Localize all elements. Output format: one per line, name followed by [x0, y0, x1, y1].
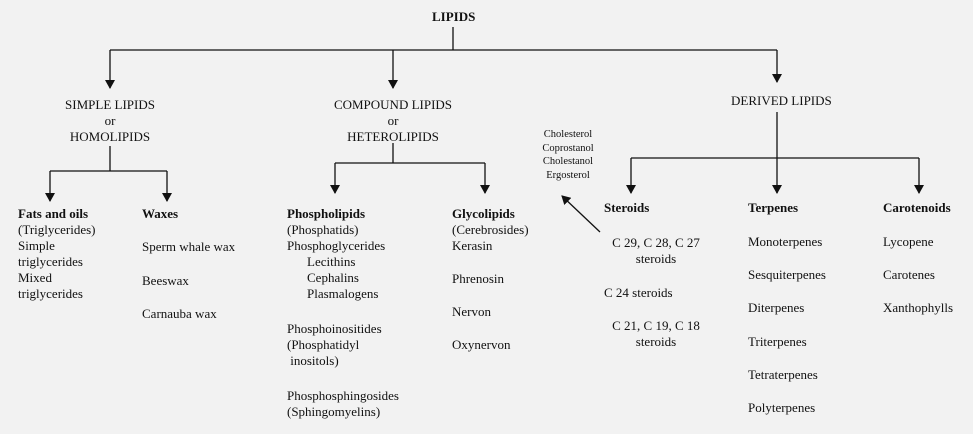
root-title: LIPIDS — [432, 9, 476, 24]
terpenes-title: Terpenes — [748, 200, 799, 215]
steroid-line: steroids — [635, 334, 677, 349]
sterol-item: Ergosterol — [546, 169, 590, 181]
terpene-item: Diterpenes — [748, 300, 805, 315]
fats-line: triglycerides — [18, 254, 83, 269]
pi-line: (Phosphatidyl — [287, 337, 360, 352]
sterol-item: Cholesterol — [543, 129, 593, 140]
compound-lipids-heading: COMPOUND LIPIDS or HETEROLIPIDS — [318, 97, 468, 145]
carotenoid-item: Xanthophylls — [883, 300, 954, 315]
ps-line: Phosphosphingosides — [287, 388, 399, 403]
fats-line: Simple — [18, 238, 55, 253]
fats-line: (Triglycerides) — [18, 222, 96, 237]
glycolipid-item: Nervon — [452, 304, 491, 319]
terpene-item: Triterpenes — [748, 334, 807, 349]
phosphoglyceride-item: Cephalins — [307, 270, 359, 285]
terpene-item: Monoterpenes — [748, 234, 823, 249]
steroid-item: C 21, C 19, C 18 steroids — [604, 318, 708, 350]
fats-line: triglycerides — [18, 286, 83, 301]
carotenoid-item: Carotenes — [883, 267, 935, 282]
phosphosphingosides-group: Phosphosphingosides (Sphingomyelins) — [287, 388, 399, 420]
steroids-title: Steroids — [604, 200, 650, 215]
heading-line: or — [387, 113, 399, 128]
sterol-item: Cholestanol — [542, 156, 594, 167]
ps-line: (Sphingomyelins) — [287, 404, 381, 419]
carotenoids-title: Carotenoids — [883, 200, 951, 215]
pi-line: inositols) — [287, 353, 339, 368]
sterols-list: Cholesterol Coprostanol Cholestanol Ergo… — [528, 128, 608, 182]
heading-line: HETEROLIPIDS — [347, 129, 439, 144]
steroid-line: steroids — [635, 251, 677, 266]
terpene-item: Polyterpenes — [748, 400, 816, 415]
glycolipid-item: Kerasin — [452, 238, 493, 253]
steroid-item: C 24 steroids — [604, 285, 673, 300]
wax-item: Sperm whale wax — [142, 239, 236, 254]
wax-item: Carnauba wax — [142, 306, 217, 321]
heading-line: HOMOLIPIDS — [69, 129, 151, 144]
heading-line: or — [104, 113, 116, 128]
wax-item: Beeswax — [142, 273, 189, 288]
phosphoglyceride-item: Plasmalogens — [307, 286, 379, 301]
derived-lipids-heading: DERIVED LIPIDS — [731, 93, 832, 108]
terpene-item: Sesquiterpenes — [748, 267, 826, 282]
glycolipids-sub: (Cerebrosides) — [452, 222, 529, 237]
glycolipid-item: Oxynervon — [452, 337, 511, 352]
phospholipids-sub: (Phosphatids) — [287, 222, 359, 237]
glycolipids-title: Glycolipids — [452, 206, 515, 221]
steroid-line: C 21, C 19, C 18 — [612, 318, 700, 333]
heading-line: COMPOUND LIPIDS — [333, 97, 453, 112]
terpene-item: Tetraterpenes — [748, 367, 818, 382]
fats-and-oils-group: Fats and oils (Triglycerides) Simple tri… — [18, 206, 96, 302]
phosphoinositides-group: Phosphoinositides (Phosphatidyl inositol… — [287, 321, 382, 369]
sterol-item: Coprostanol — [542, 142, 594, 154]
simple-lipids-heading: SIMPLE LIPIDS or HOMOLIPIDS — [40, 97, 180, 145]
phosphoglycerides-label: Phosphoglycerides — [287, 238, 386, 253]
carotenoid-item: Lycopene — [883, 234, 934, 249]
waxes-title: Waxes — [142, 206, 179, 221]
arrow-sterols — [561, 195, 601, 233]
phospholipids-group: Phospholipids (Phosphatids) Phosphoglyce… — [287, 206, 385, 302]
glycolipids-group: Glycolipids (Cerebrosides) Kerasin — [452, 206, 529, 254]
glycolipid-item: Phrenosin — [452, 271, 504, 286]
phosphoglyceride-item: Lecithins — [307, 254, 356, 269]
steroid-line: C 29, C 28, C 27 — [612, 235, 700, 250]
steroid-item: C 29, C 28, C 27 steroids — [604, 235, 708, 267]
fats-title: Fats and oils — [18, 206, 89, 221]
heading-line: SIMPLE LIPIDS — [65, 97, 155, 112]
phospholipids-title: Phospholipids — [287, 206, 366, 221]
pi-line: Phosphoinositides — [287, 321, 382, 336]
fats-line: Mixed — [18, 270, 52, 285]
